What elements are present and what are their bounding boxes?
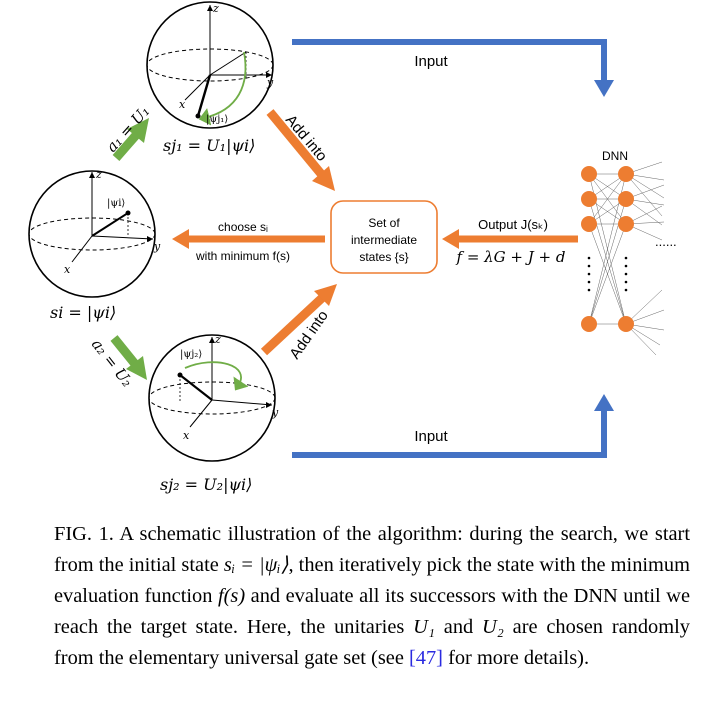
neuron <box>618 191 634 207</box>
state-ket-label: |ψj₁⟩ <box>206 114 228 125</box>
caption-after-func: and evaluate all its successors with the… <box>54 585 690 638</box>
dnn-network: DNN <box>581 149 677 356</box>
axis-y-label: y <box>153 240 161 253</box>
intermediate-states-box: Set of intermediate states {s} <box>330 200 438 274</box>
box-line-2: intermediate <box>351 233 417 247</box>
input-label: Input <box>414 428 448 445</box>
state-equation: sj₂ = U₂|ψi⟩ <box>160 475 252 494</box>
caption-prefix: FIG. 1. A schematic illustration of the … <box>54 523 690 576</box>
action-arrow-bottom: a₂ = U₂ <box>88 335 147 390</box>
box-line-1: Set of <box>368 216 400 230</box>
axis-z-label: z <box>95 168 102 181</box>
citation-link[interactable]: [47] <box>408 647 443 669</box>
neuron <box>581 216 597 232</box>
caption-suffix: for more details). <box>442 647 590 669</box>
state-equation: sj₁ = U₁|ψi⟩ <box>163 136 255 155</box>
axis-y-label: y <box>266 76 274 89</box>
neuron <box>581 191 597 207</box>
neuron <box>581 166 597 182</box>
sphere-bottom: z y x |ψj₂⟩ sj₂ = U₂|ψi⟩ <box>148 333 279 494</box>
figure-caption: FIG. 1. A schematic illustration of the … <box>54 519 690 674</box>
axis-x-label: x <box>179 98 186 111</box>
axis-x-label: x <box>64 263 71 276</box>
input-arrow-bottom: Input <box>292 394 614 458</box>
box-line-3: states {s} <box>359 250 408 264</box>
caption-u2: U₂ <box>482 616 504 638</box>
evaluation-formula: f = λG + J + d <box>456 248 566 266</box>
caption-u1: U₁ <box>413 616 435 638</box>
sphere-middle: z y x |ψi⟩ si = |ψi⟩ <box>28 168 161 322</box>
choose-label-line1: choose sᵢ <box>218 220 268 234</box>
caption-state-expr: sᵢ = |ψᵢ⟩ <box>223 554 289 576</box>
sphere-top: z y x |ψj₁⟩ sj₁ = U₁|ψi⟩ <box>146 1 274 155</box>
add-into-arrow-top: Add into <box>266 109 335 191</box>
state-equation: si = |ψi⟩ <box>50 303 116 322</box>
axis-y-label: y <box>271 406 279 419</box>
dnn-ellipsis: ...... <box>655 234 677 249</box>
choose-arrow: choose sᵢ with minimum f(s) <box>172 220 325 263</box>
caption-func-expr: f(s) <box>217 585 246 607</box>
input-arrow-top: Input <box>292 39 614 97</box>
neuron <box>618 316 634 332</box>
choose-label-line2: with minimum f(s) <box>195 249 290 263</box>
action-arrow-top: a₁ = U₁ <box>103 102 153 161</box>
input-label: Input <box>414 53 448 70</box>
state-ket-label: |ψi⟩ <box>107 198 125 209</box>
caption-and: and <box>434 616 483 638</box>
state-ket-label: |ψj₂⟩ <box>180 349 202 360</box>
add-into-arrow-bottom: Add into <box>260 284 337 362</box>
axis-z-label: z <box>214 333 221 346</box>
axis-z-label: z <box>212 2 219 15</box>
dnn-label: DNN <box>602 149 628 163</box>
caption-middle: , then iteratively pick the state with t… <box>54 554 690 607</box>
algorithm-schematic: z y x |ψj₁⟩ sj₁ = U₁|ψi⟩ z y x |ψi⟩ si =… <box>28 1 677 494</box>
axis-x-label: x <box>183 429 190 442</box>
output-arrow: Output J(sₖ) f = λG + J + d <box>442 217 578 266</box>
neuron <box>618 166 634 182</box>
output-label: Output J(sₖ) <box>478 217 548 232</box>
caption-after-u: are chosen randomly from the elementary … <box>54 616 690 669</box>
neuron <box>581 316 597 332</box>
neuron <box>618 216 634 232</box>
